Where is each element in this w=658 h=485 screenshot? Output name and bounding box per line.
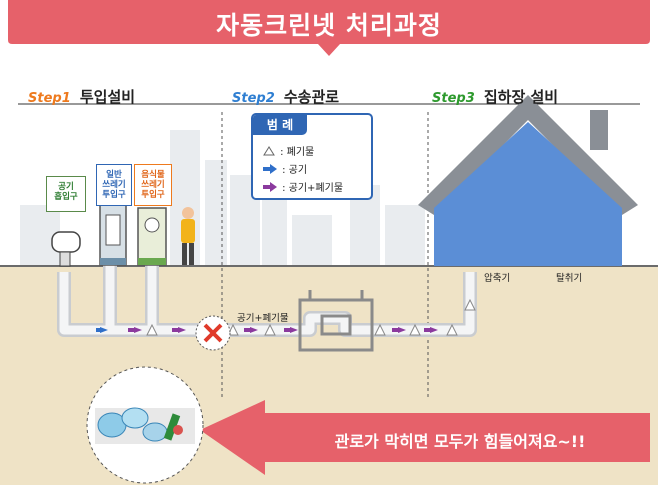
food-waste-inlet (137, 207, 167, 266)
general-waste-inlet (99, 204, 127, 266)
step-1-label: Step1 (28, 91, 71, 106)
compressor-label: 압축기 (484, 273, 511, 284)
food-waste-sign: 음식물 쓰레기 투입구 (134, 164, 172, 206)
sign-line: 공기 (58, 182, 74, 192)
page-title: 자동크린넷 처리과정 (216, 11, 442, 40)
step-3-name: 집하장 설비 (483, 88, 559, 106)
collection-facility-house (418, 95, 638, 266)
pipe-label: 공기+폐기물 (237, 313, 289, 324)
dehydrator-label: 탈취기 (556, 273, 583, 284)
blockage-marker (195, 315, 231, 351)
air-intake-sign: 공기 흡입구 (46, 176, 86, 212)
valve-station (298, 290, 374, 352)
warning-message: 관로가 막히면 모두가 힘들어져요~!! (334, 432, 586, 451)
legend-item-label: : 폐기물 (280, 147, 315, 158)
step-2: Step2 수송관로 (232, 86, 339, 107)
sign-line: 흡입구 (54, 192, 78, 202)
step-2-name: 수송관로 (283, 88, 340, 106)
legend-title: 범 례 (253, 115, 307, 135)
sign-line: 음식물 (141, 170, 165, 180)
title-banner (8, 0, 650, 56)
person-figure (181, 207, 195, 265)
step-3-label: Step3 (432, 91, 475, 106)
legend-item-label: : 공기+폐기물 (282, 183, 344, 194)
legend-item-waste: : 폐기물 (263, 140, 314, 159)
sign-line: 쓰레기 (102, 180, 126, 190)
purple-arrow-icon (263, 181, 277, 192)
legend-item-air-waste: : 공기+폐기물 (263, 176, 343, 195)
step-3: Step3 집하장 설비 (432, 86, 558, 107)
air-intake-unit (51, 231, 81, 267)
sign-line: 투입구 (141, 190, 165, 200)
background-buildings (20, 130, 425, 270)
bottom-arrow (200, 400, 650, 475)
clogged-pipe-illustration (86, 366, 204, 484)
legend-item-label: : 공기 (282, 165, 308, 176)
general-waste-sign: 일반 쓰레기 투입구 (96, 164, 132, 206)
step-2-label: Step2 (232, 91, 275, 106)
step-1: Step1 투입설비 (28, 86, 135, 107)
waste-drops (146, 298, 476, 336)
legend-item-air: : 공기 (263, 158, 307, 177)
pipe-arrows (96, 327, 438, 333)
legend-box: 범 례 : 폐기물 : 공기 : 공기+폐기물 (251, 113, 373, 200)
sign-line: 쓰레기 (141, 180, 165, 190)
step-1-name: 투입설비 (79, 88, 136, 106)
sign-line: 투입구 (102, 190, 126, 200)
sign-line: 일반 (106, 170, 122, 180)
blue-arrow-icon (263, 163, 277, 174)
process-scene (0, 95, 658, 485)
waste-drop-icon (263, 145, 275, 155)
